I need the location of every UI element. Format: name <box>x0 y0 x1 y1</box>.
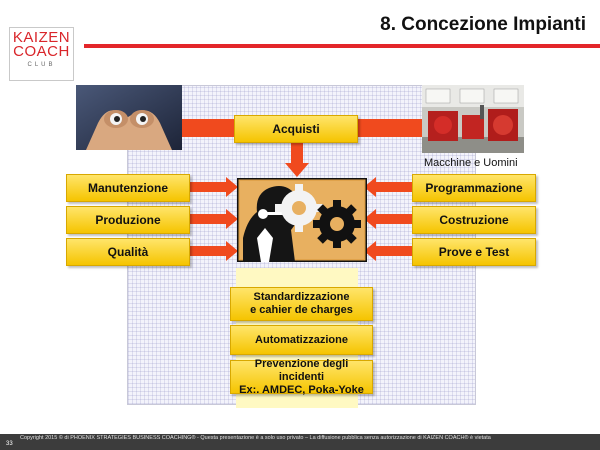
photo-caption: Macchine e Uomini <box>424 157 518 169</box>
head-with-gears-image <box>237 178 367 262</box>
left-arrows <box>188 177 238 261</box>
right-arrows <box>364 177 414 261</box>
copyright-text: Copyright 2015 © di PHOENIX STRATEGIES B… <box>20 435 491 441</box>
header-rule <box>84 44 600 48</box>
bottom-box-standardizzazione: Standardizzazione e cahier de charges <box>230 287 373 321</box>
left-box-produzione: Produzione <box>66 206 190 234</box>
left-box-qualita: Qualità <box>66 238 190 266</box>
right-box-prove-e-test: Prove e Test <box>412 238 536 266</box>
bottom-box-prevenzione-line2: Ex:. AMDEC, Poka-Yoke <box>239 383 364 396</box>
right-box-programmazione: Programmazione <box>412 174 536 202</box>
footer-bar <box>0 434 600 450</box>
left-box-manutenzione: Manutenzione <box>66 174 190 202</box>
bottom-box-prevenzione: Prevenzione degli incidenti Ex:. AMDEC, … <box>230 357 373 396</box>
logo-line-3: CLUB <box>27 62 56 68</box>
bottom-box-standardizzazione-line2: e cahier de charges <box>250 304 353 316</box>
right-box-costruzione: Costruzione <box>412 206 536 234</box>
top-down-arrow-shaft <box>291 141 303 165</box>
bottom-box-prevenzione-line1: Prevenzione degli incidenti <box>254 357 349 383</box>
bottom-box-automatizzazione: Automatizzazione <box>230 325 373 355</box>
top-down-arrow-head <box>285 163 309 177</box>
machines-photo <box>422 85 524 153</box>
page-title: 8. Concezione Impianti <box>380 14 586 35</box>
bottom-box-standardizzazione-line1: Standardizzazione <box>253 291 350 303</box>
acquisti-box: Acquisti <box>234 115 358 143</box>
logo-line-1: KAIZEN <box>12 29 71 46</box>
page-number: 33 <box>6 441 13 447</box>
kaizen-coach-logo: KAIZEN COACH CLUB <box>9 27 74 81</box>
logo-line-2: COACH <box>13 43 70 60</box>
binoculars-hands-image <box>76 85 182 150</box>
